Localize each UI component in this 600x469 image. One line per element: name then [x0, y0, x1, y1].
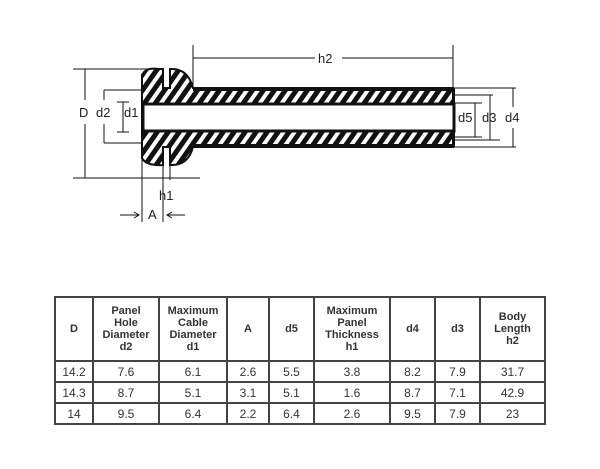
column-header-line: Length [494, 323, 531, 335]
column-header: d3 [434, 296, 481, 362]
label-h1: h1 [159, 188, 173, 203]
column-header-line: d3 [451, 323, 464, 335]
table-cell: 5.5 [268, 360, 315, 383]
table-cell: 7.6 [92, 360, 160, 383]
table-cell: 3.8 [313, 360, 391, 383]
column-header-line: Body [498, 311, 527, 323]
column-header-line: Cable [178, 317, 208, 329]
table-cell: 7.9 [434, 360, 481, 383]
table-cell: 8.7 [92, 381, 160, 404]
column-header: d4 [389, 296, 436, 362]
label-d3: d3 [482, 110, 496, 125]
table-cell: 1.6 [313, 381, 391, 404]
label-d2: d2 [96, 105, 110, 120]
table-cell: 2.6 [226, 360, 270, 383]
table-cell: 8.7 [389, 381, 436, 404]
column-header: d5 [268, 296, 315, 362]
column-header-line: d2 [119, 341, 133, 353]
label-h2: h2 [318, 51, 332, 66]
column-header-line: Maximum [167, 305, 219, 317]
column-header-line: d4 [406, 323, 419, 335]
table-cell: 2.2 [226, 402, 270, 425]
table-cell: 7.9 [434, 402, 481, 425]
grommet-cross-section-diagram: h2 D d2 d1 d5 d3 d4 h1 A [73, 45, 519, 222]
table-cell: 14.2 [54, 360, 94, 383]
column-header-line: h2 [506, 335, 519, 347]
label-D: D [79, 105, 88, 120]
table-cell: 31.7 [479, 360, 546, 383]
label-d5: d5 [458, 110, 472, 125]
column-header-line: Diameter [169, 329, 217, 341]
column-header-line: Panel [337, 317, 367, 329]
column-header-line: d1 [186, 341, 200, 353]
column-header: D [54, 296, 94, 362]
column-header-line: Panel [111, 305, 141, 317]
column-header-line: Diameter [102, 329, 150, 341]
table-cell: 6.1 [158, 360, 228, 383]
column-header-line: Maximum [326, 305, 378, 317]
grommet-body [141, 67, 456, 167]
table-cell: 7.1 [434, 381, 481, 404]
column-header-line: h1 [345, 341, 359, 353]
column-header-line: d5 [285, 323, 298, 335]
table-cell: 23 [479, 402, 546, 425]
label-d1: d1 [124, 105, 138, 120]
table-cell: 9.5 [92, 402, 160, 425]
column-header-line: D [70, 323, 78, 335]
table-cell: 2.6 [313, 402, 391, 425]
column-header-line: Thickness [325, 329, 379, 341]
table-cell: 8.2 [389, 360, 436, 383]
table-cell: 14.3 [54, 381, 94, 404]
column-header-line: Hole [114, 317, 138, 329]
table-cell: 6.4 [158, 402, 228, 425]
table-cell: 9.5 [389, 402, 436, 425]
label-d4: d4 [505, 110, 519, 125]
table-cell: 5.1 [158, 381, 228, 404]
table-cell: 6.4 [268, 402, 315, 425]
column-header: A [226, 296, 270, 362]
column-header-line: A [244, 323, 252, 335]
table-cell: 5.1 [268, 381, 315, 404]
label-A: A [148, 207, 157, 222]
table-cell: 14 [54, 402, 94, 425]
table-cell: 3.1 [226, 381, 270, 404]
table-cell: 42.9 [479, 381, 546, 404]
